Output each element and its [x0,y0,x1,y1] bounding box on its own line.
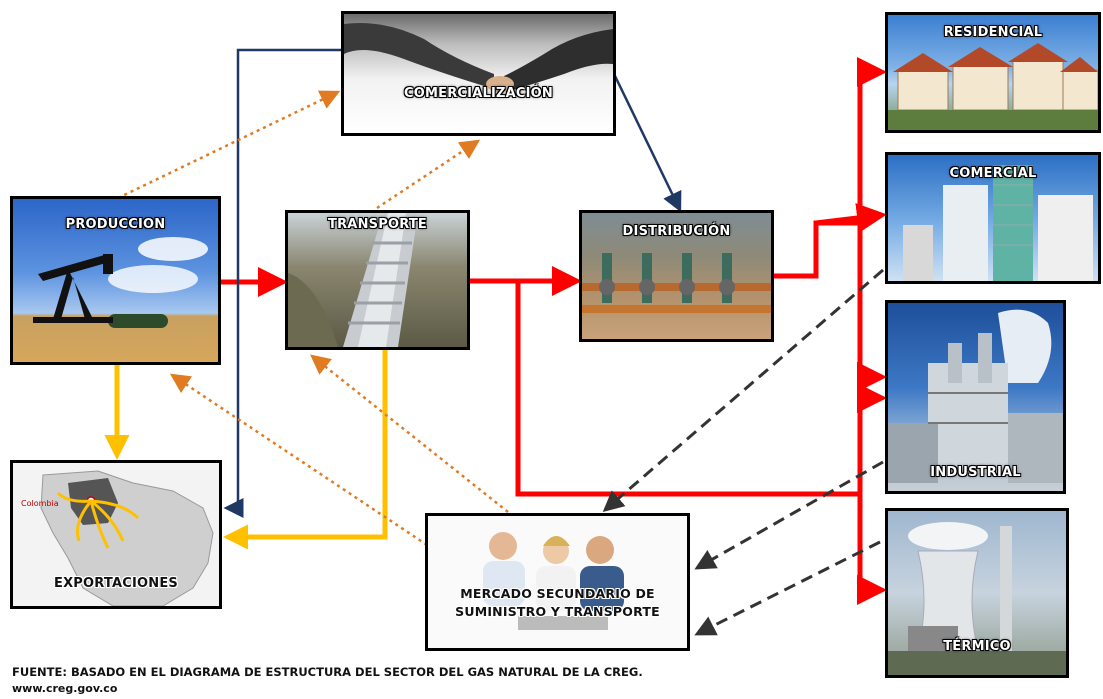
termico-label: TÉRMICO [943,639,1011,654]
buildings-illustration [903,165,1093,281]
people-illustration [483,532,624,630]
mercado-label-line1: MERCADO SECUNDARIO DE [460,586,655,601]
flow-direct-trunk [857,383,887,590]
node-mercado-secundario: MERCADO SECUNDARIO DE SUMINISTRO Y TRANS… [425,513,690,651]
south-america-map [40,470,214,606]
comercializacion-links [117,90,509,547]
link-produccion-comercializacion [117,90,341,200]
houses-illustration [888,43,1098,130]
oil-pump-illustration [33,237,208,328]
industrial-plant-illustration [888,309,1063,483]
flow-transporte-direct [515,281,860,497]
residencial-label: RESIDENCIAL [943,25,1043,40]
mercado-label-line2: SUMINISTRO Y TRANSPORTE [455,604,660,619]
link-transporte-comercializacion [376,139,481,210]
link-mercado-termico [694,540,881,636]
flow-trunk-residencial [857,57,887,377]
link-mercado-industrial [694,460,884,570]
comercializacion-label: COMERCIALIZACIÓN [404,86,553,101]
industrial-label: INDUSTRIAL [930,465,1021,480]
node-comercializacion: COMERCIALIZACIÓN [341,11,616,136]
node-residencial: RESIDENCIAL [885,12,1101,133]
flow-distribucion-trunk [773,220,860,279]
link-comercializacion-distribucion [613,75,682,213]
export-flow-lines [104,348,388,550]
produccion-label: PRODUCCION [65,217,166,232]
node-transporte: TRANSPORTE [285,210,470,350]
link-comercializacion-exportaciones [223,48,341,518]
exportaciones-label: EXPORTACIONES [54,576,178,591]
node-industrial: INDUSTRIAL [885,300,1066,494]
power-plant-illustration [888,522,1066,675]
node-comercial: COMERCIAL [885,152,1101,284]
node-produccion: PRODUCCION [10,196,221,365]
commercial-links [223,48,682,518]
link-mercado-comercial [602,268,884,512]
node-exportaciones: Colombia EXPORTACIONES [10,460,222,609]
node-termico: TÉRMICO [885,508,1069,678]
flow-trunk-comercial [815,203,887,233]
physical-flow-lines [220,57,887,605]
comercial-label: COMERCIAL [949,166,1037,181]
pipeline-illustration [288,213,418,347]
node-distribucion: DISTRIBUCIÓN [579,210,774,342]
transporte-label: TRANSPORTE [328,217,427,232]
source-url: www.creg.gov.co [12,682,118,695]
flow-transporte-exportaciones [223,348,388,550]
link-mercado-transporte [310,354,509,513]
source-note: FUENTE: BASADO EN EL DIAGRAMA DE ESTRUCT… [12,665,643,679]
valves-illustration [582,253,771,313]
handshake-illustration [344,23,613,92]
colombia-map-label: Colombia [21,499,59,508]
distribucion-label: DISTRIBUCIÓN [622,224,731,239]
link-mercado-produccion [169,373,428,547]
mercado-links [602,268,884,636]
